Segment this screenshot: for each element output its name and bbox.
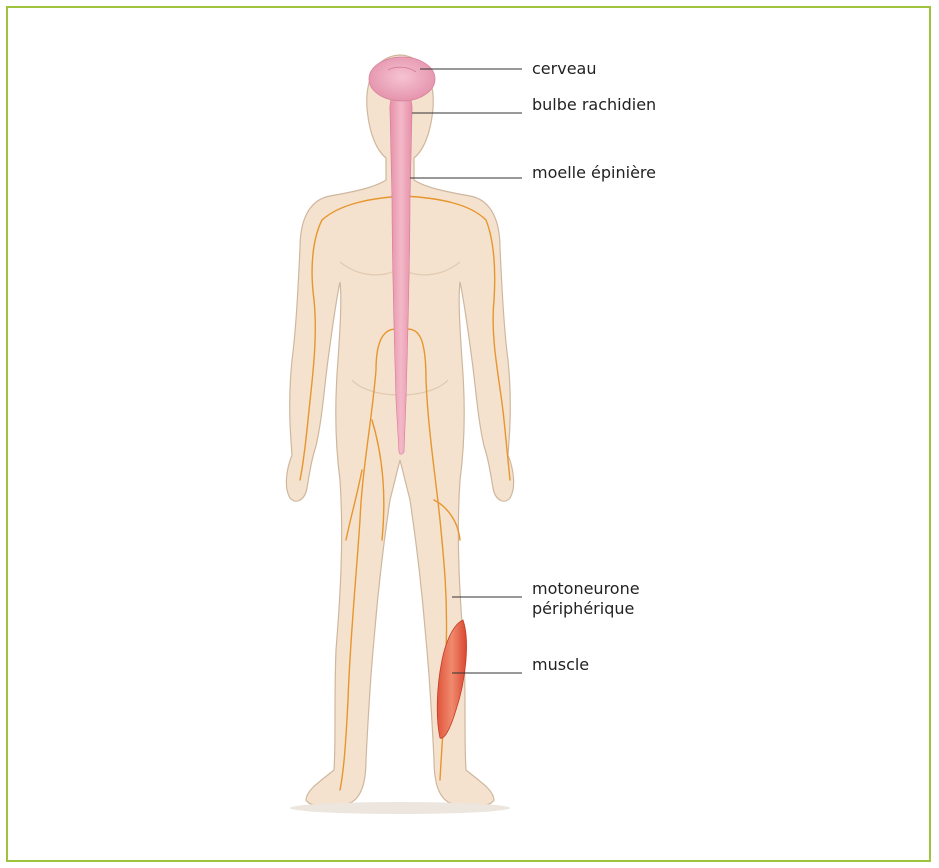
label-motoneurone-line1: motoneurone <box>532 579 640 598</box>
brain-shape <box>369 57 435 101</box>
ground-shadow <box>290 802 510 814</box>
label-motoneurone-line2: périphérique <box>532 599 634 618</box>
label-bulbe-rachidien: bulbe rachidien <box>532 95 656 114</box>
label-moelle-epiniere: moelle épinière <box>532 163 656 182</box>
label-muscle: muscle <box>532 655 589 674</box>
label-cerveau: cerveau <box>532 59 596 78</box>
